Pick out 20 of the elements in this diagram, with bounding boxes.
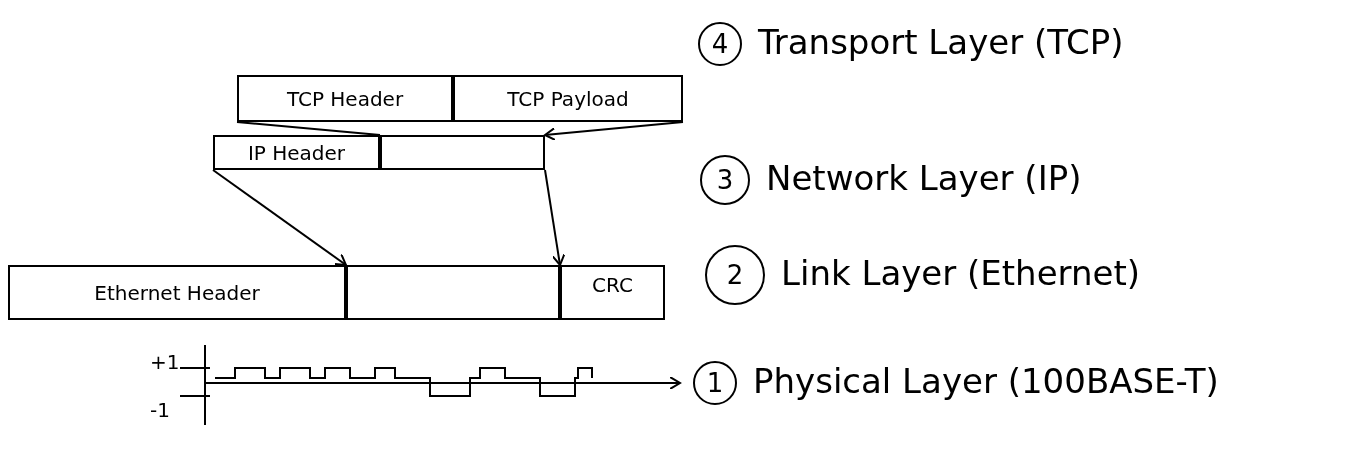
numbered-circle: 2	[705, 245, 765, 305]
signal-level-label: -1	[150, 398, 170, 422]
header-field-box: CRC	[560, 265, 665, 320]
header-field-box: IP Header	[213, 135, 380, 170]
layer-name: Link Layer (Ethernet)	[781, 253, 1141, 293]
layer-name: Network Layer (IP)	[766, 158, 1082, 198]
arrow	[544, 121, 684, 142]
payload-box	[380, 135, 545, 170]
header-field-box: Ethernet Header	[8, 265, 346, 320]
layer-name: Transport Layer (TCP)	[758, 22, 1124, 62]
header-field-box: TCP Payload	[453, 75, 683, 122]
arrow	[544, 169, 566, 266]
arrow	[212, 169, 347, 266]
signal-level-label: +1	[150, 350, 180, 374]
header-field-box: TCP Header	[237, 75, 453, 122]
layer-name: Physical Layer (100BASE-T)	[753, 361, 1219, 401]
numbered-circle: 1	[693, 361, 737, 405]
payload-box	[346, 265, 560, 320]
numbered-circle: 3	[700, 155, 750, 205]
numbered-circle: 4	[698, 22, 742, 66]
